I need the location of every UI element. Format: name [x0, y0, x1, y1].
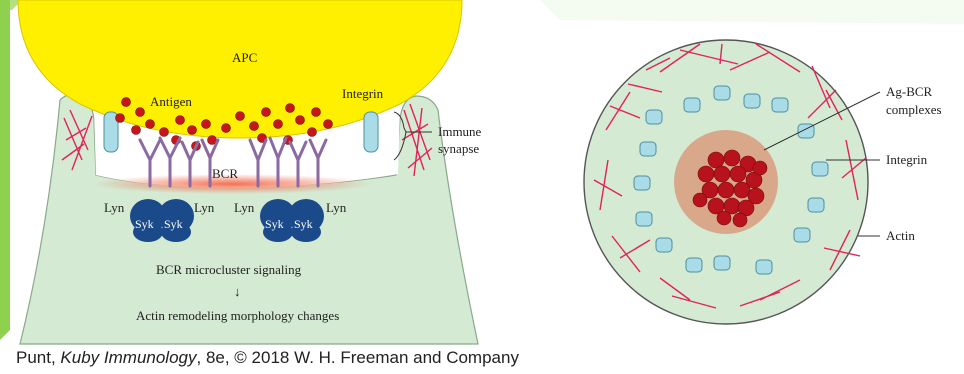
syk-label-2: Syk: [164, 217, 183, 231]
immune-synapse-label-2: synapse: [438, 141, 479, 156]
syk-label-4: Syk: [294, 217, 313, 231]
lyn-label-4: Lyn: [326, 200, 347, 215]
bcr-label: BCR: [212, 166, 238, 181]
lyn-label-2: Lyn: [194, 200, 215, 215]
outcome-label: Actin remodeling morphology changes: [136, 308, 339, 323]
left-panel: APC Integrin Antigen: [18, 0, 482, 344]
figure-credit: Punt, Kuby Immunology, 8e, © 2018 W. H. …: [16, 348, 519, 368]
ag-bcr-label-1: Ag-BCR: [886, 84, 933, 99]
actin-label: Actin: [886, 228, 915, 243]
right-panel: Ag-BCR complexes Integrin Actin: [584, 40, 942, 324]
left-integrin-2: [364, 112, 378, 152]
lyn-label-1: Lyn: [104, 200, 125, 215]
syk-label-3: Syk: [265, 217, 284, 231]
credit-suffix: , 8e, © 2018 W. H. Freeman and Company: [197, 348, 519, 367]
right-integrin-label: Integrin: [886, 152, 928, 167]
ag-bcr-label-2: complexes: [886, 102, 942, 117]
credit-prefix: Punt,: [16, 348, 60, 367]
credit-book-title: Kuby Immunology: [60, 348, 196, 367]
left-integrin-label: Integrin: [342, 86, 384, 101]
lyn-label-3: Lyn: [234, 200, 255, 215]
apc-label: APC: [232, 50, 257, 65]
antigen-label: Antigen: [150, 94, 192, 109]
syk-label-1: Syk: [135, 217, 154, 231]
signaling-label: BCR microcluster signaling: [156, 262, 302, 277]
signaling-arrow: ↓: [234, 284, 241, 299]
immune-synapse-label-1: Immune: [438, 124, 482, 139]
